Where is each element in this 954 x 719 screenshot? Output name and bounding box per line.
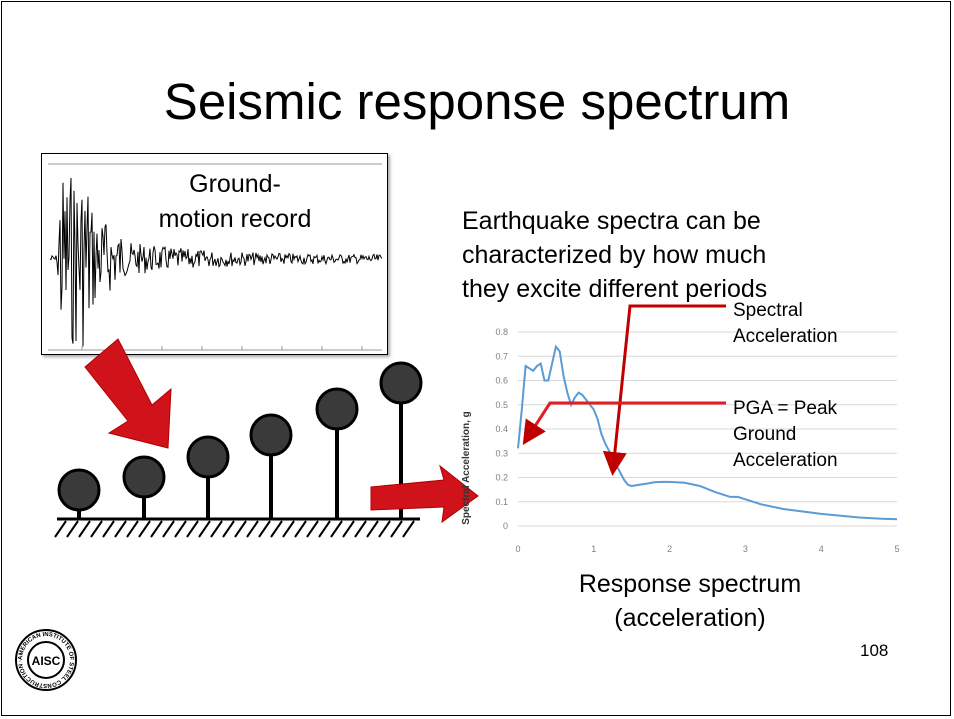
y-tick-label: 0.1 (495, 497, 508, 507)
pga-label-line3: Acceleration (733, 450, 838, 471)
y-axis-label: Spectral Acceleration, g (461, 411, 472, 525)
pendulum-6 (379, 361, 423, 519)
spectrum-series-line (517, 344, 898, 521)
x-tick-label: 1 (591, 544, 596, 554)
pendulum-2 (122, 455, 166, 519)
spectral-label-line2: Acceleration (733, 326, 838, 347)
ground-motion-record-panel (41, 153, 388, 355)
logo-monogram: AISC (32, 654, 61, 668)
pendulum-1 (57, 468, 101, 519)
ground-motion-label: Ground- motion record (120, 167, 350, 237)
y-tick-label: 0.7 (495, 351, 508, 361)
description-line-1: Earthquake spectra can be (462, 207, 761, 235)
description-line-3: they excite different periods (462, 275, 768, 303)
y-tick-label: 0.8 (495, 327, 508, 337)
description-line-2: characterized by how much (462, 241, 767, 269)
x-tick-label: 4 (819, 544, 824, 554)
pga-label-line1: PGA = Peak (733, 398, 838, 419)
response-label-line1: Response spectrum (578, 570, 802, 598)
response-spectrum-label: Response spectrum (acceleration) (555, 567, 825, 635)
y-tick-label: 0.5 (495, 400, 508, 410)
y-tick-label: 0.6 (495, 376, 508, 386)
page-number: 108 (860, 641, 889, 660)
y-tick-label: 0.3 (495, 448, 508, 458)
ground-motion-label-line2: motion record (158, 205, 312, 233)
pendulum-3 (186, 435, 230, 519)
pga-arrow (522, 401, 726, 446)
response-label-line2: (acceleration) (614, 604, 766, 632)
pga-label: PGA = Peak Ground Acceleration (733, 396, 838, 474)
pendulum-4 (249, 413, 293, 519)
pendulum-5 (315, 387, 359, 519)
ground-hatching (54, 520, 415, 538)
aisc-logo: AMERICAN INSTITUTE OF STEEL CONSTRUCTION… (14, 628, 77, 691)
y-tick-label: 0 (503, 521, 508, 531)
spectra-description: Earthquake spectra can be characterized … (462, 204, 862, 306)
y-tick-label: 0.2 (495, 473, 508, 483)
ground-motion-label-line1: Ground- (189, 170, 281, 198)
slide-title: Seismic response spectrum (163, 73, 791, 130)
right-arrow (370, 464, 479, 524)
down-arrow (84, 338, 172, 449)
x-tick-label: 2 (667, 544, 672, 554)
spectral-label-line1: Spectral (733, 300, 803, 321)
response-spectrum-chart: 0 0.1 0.2 0.3 0.4 0.5 0.6 0.7 0.8 0 1 2 3 4 5 Spectra… (461, 327, 900, 554)
x-tick-label: 3 (743, 544, 748, 554)
y-tick-label: 0.4 (495, 424, 508, 434)
spectral-acceleration-label: Spectral Acceleration (733, 298, 838, 350)
x-tick-label: 0 (515, 544, 520, 554)
spectral-acceleration-arrow (602, 304, 726, 476)
pga-label-line2: Ground (733, 424, 797, 445)
x-tick-label: 5 (894, 544, 899, 554)
